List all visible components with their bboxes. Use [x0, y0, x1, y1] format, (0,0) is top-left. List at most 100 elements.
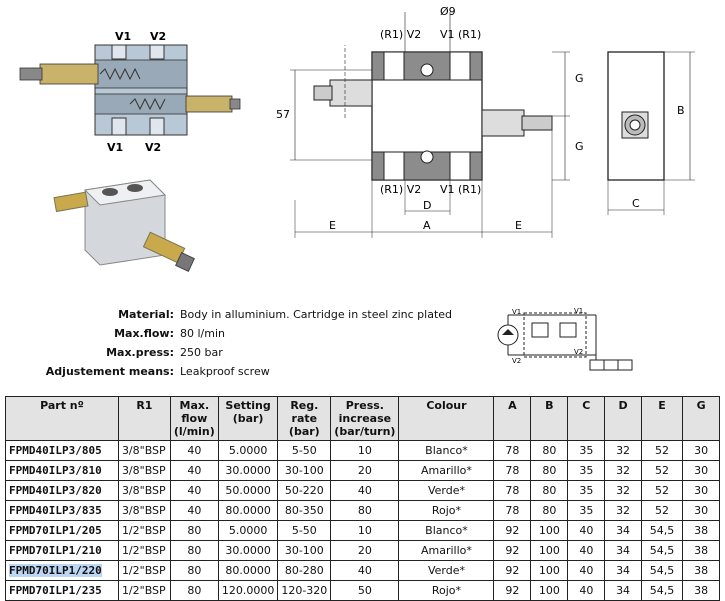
- dimension-e-left-label: E: [329, 219, 336, 232]
- valve-photo: [53, 179, 195, 272]
- cell-d: 32: [604, 480, 642, 501]
- part-number-text[interactable]: FPMD70ILP1/210: [9, 544, 102, 557]
- cell-d: 34: [604, 560, 642, 581]
- cell-reg: 30-100: [277, 540, 332, 561]
- cell-colour: Amarillo*: [398, 460, 495, 481]
- cell-part-number: FPMD40ILP3/835: [5, 500, 119, 521]
- bottom-port-right-label: V1 (R1): [440, 183, 481, 196]
- spec-adjustement: Adjustement means: Leakproof screw: [20, 362, 480, 381]
- parts-table: Part nº R1 Max. flow (l/min) Setting (ba…: [5, 396, 720, 601]
- cell-r1: 1/2"BSP: [117, 580, 171, 601]
- part-number-text[interactable]: FPMD40ILP3/805: [9, 444, 102, 457]
- col-a: A: [493, 396, 532, 441]
- cell-setting: 120.0000: [217, 580, 279, 601]
- cell-e: 54,5: [640, 540, 684, 561]
- cell-r1: 1/2"BSP: [117, 520, 171, 541]
- spec-material: Material: Body in alluminium. Cartridge …: [20, 305, 480, 324]
- cell-part-number: FPMD40ILP3/820: [5, 480, 119, 501]
- cell-g: 30: [682, 500, 720, 521]
- part-number-text[interactable]: FPMD70ILP1/220: [9, 564, 102, 577]
- cell-part-number: FPMD70ILP1/205: [5, 520, 119, 541]
- cell-reg: 50-220: [277, 480, 332, 501]
- cell-r1: 3/8"BSP: [117, 480, 171, 501]
- cell-d: 32: [604, 440, 642, 461]
- cell-setting: 30.0000: [217, 540, 279, 561]
- cell-setting: 50.0000: [217, 480, 279, 501]
- cell-reg: 30-100: [277, 460, 332, 481]
- spec-label: Max.flow:: [114, 327, 174, 340]
- cell-g: 38: [682, 520, 720, 541]
- part-number-text[interactable]: FPMD70ILP1/205: [9, 524, 102, 537]
- part-number-text[interactable]: FPMD40ILP3/835: [9, 504, 102, 517]
- cell-part-number: FPMD40ILP3/805: [5, 440, 119, 461]
- cell-e: 52: [640, 480, 684, 501]
- technical-drawings: V1 V2 V1 V2: [19, 5, 695, 272]
- col-g: G: [682, 396, 720, 441]
- cell-part-number: FPMD70ILP1/210: [5, 540, 119, 561]
- cell-d: 34: [604, 580, 642, 601]
- cell-d: 34: [604, 520, 642, 541]
- spec-value: 250 bar: [180, 346, 223, 359]
- cell-press: 10: [330, 440, 400, 461]
- cell-press: 50: [330, 580, 400, 601]
- cell-b: 100: [530, 580, 569, 601]
- port-v2-top-label: V2: [150, 30, 166, 43]
- spec-label: Material:: [118, 308, 174, 321]
- part-number-text[interactable]: FPMD70ILP1/235: [9, 584, 102, 597]
- cell-e: 54,5: [640, 520, 684, 541]
- part-number-text[interactable]: FPMD40ILP3/820: [9, 484, 102, 497]
- schematic-v2-top-label: V2: [512, 357, 521, 365]
- cell-r1: 3/8"BSP: [117, 440, 171, 461]
- dimension-57-label: 57: [276, 108, 290, 121]
- cell-flow: 80: [169, 560, 219, 581]
- cell-flow: 80: [169, 540, 219, 561]
- spec-max-flow: Max.flow: 80 l/min: [20, 324, 480, 343]
- cell-colour: Rojo*: [398, 500, 495, 521]
- col-part-number: Part nº: [5, 396, 119, 441]
- valve-front-view: [290, 12, 570, 238]
- cell-setting: 5.0000: [217, 520, 279, 541]
- cell-g: 38: [682, 580, 720, 601]
- dimension-g-top-label: G: [575, 72, 584, 85]
- valve-side-view: [607, 51, 695, 215]
- cell-reg: 5-50: [277, 440, 332, 461]
- cell-setting: 80.0000: [217, 560, 279, 581]
- cell-r1: 1/2"BSP: [117, 560, 171, 581]
- cell-flow: 80: [169, 520, 219, 541]
- cell-a: 92: [493, 580, 532, 601]
- port-v1-bottom-label: V1: [107, 141, 123, 154]
- cell-part-number: FPMD40ILP3/810: [5, 460, 119, 481]
- cell-a: 92: [493, 560, 532, 581]
- diameter-label: Ø9: [440, 5, 456, 18]
- col-max-flow: Max. flow (l/min): [169, 396, 219, 441]
- cell-setting: 30.0000: [217, 460, 279, 481]
- part-number-text[interactable]: FPMD40ILP3/810: [9, 464, 102, 477]
- cell-d: 32: [604, 500, 642, 521]
- cell-g: 30: [682, 460, 720, 481]
- table-header-row: Part nº R1 Max. flow (l/min) Setting (ba…: [5, 396, 720, 441]
- spec-label: Max.press:: [106, 346, 174, 359]
- cell-g: 38: [682, 560, 720, 581]
- cell-c: 40: [567, 580, 606, 601]
- cell-a: 78: [493, 440, 532, 461]
- cell-colour: Rojo*: [398, 580, 495, 601]
- cell-colour: Verde*: [398, 560, 495, 581]
- dimension-c-label: C: [632, 197, 640, 210]
- cell-press: 20: [330, 460, 400, 481]
- cell-press: 80: [330, 500, 400, 521]
- cell-r1: 3/8"BSP: [117, 460, 171, 481]
- cell-r1: 1/2"BSP: [117, 540, 171, 561]
- cell-press: 40: [330, 560, 400, 581]
- schematic-v1-top-label: V1: [512, 308, 521, 316]
- cell-g: 30: [682, 440, 720, 461]
- cell-a: 78: [493, 500, 532, 521]
- cell-press: 40: [330, 480, 400, 501]
